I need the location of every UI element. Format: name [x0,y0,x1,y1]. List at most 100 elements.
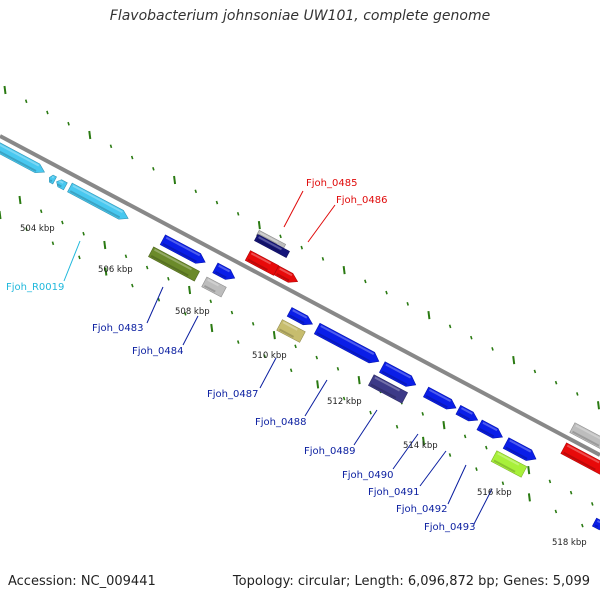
tick-mark [475,467,478,471]
feature-fjoh-0493[interactable] [490,450,528,478]
tick-mark [236,340,240,344]
gene-features[interactable] [0,139,600,531]
tick-mark [548,479,552,484]
feature-blue-right[interactable] [502,437,539,465]
feature-fjoh-r0019[interactable] [67,182,131,223]
feature-fjoh-0485[interactable] [244,250,280,276]
gene-label[interactable]: Fjoh_0493 [424,522,475,533]
gene-label[interactable]: Fjoh_0483 [92,323,143,334]
tick-mark [210,323,214,333]
tick-mark [82,231,85,236]
feature-fjoh-0488-b[interactable] [379,361,418,390]
tick-mark [554,509,558,514]
tick-mark [194,189,198,194]
leader-line [419,450,447,487]
gene-label[interactable]: Fjoh_0491 [368,487,419,498]
tick-mark [104,267,108,276]
tick-mark [369,410,372,415]
tick-mark [61,220,64,225]
tick-mark [215,200,219,205]
tick-mark [124,254,128,259]
tick-mark [485,445,488,450]
tick-mark [103,240,107,250]
feature-red-right[interactable] [560,442,600,476]
tick-mark [3,85,7,95]
tick-mark [501,481,505,486]
tick-mark [597,401,600,410]
tick-mark [230,310,234,315]
tick-mark [294,344,297,349]
tick-mark [67,121,70,126]
feature-fjoh-0484[interactable] [201,276,227,298]
tick-mark [131,283,134,288]
label-leaders [63,190,493,525]
gene-label[interactable]: Fjoh_0486 [336,195,387,206]
gene-label[interactable]: Fjoh_0487 [207,389,258,400]
tick-mark [300,245,304,250]
tick-mark [315,355,319,360]
tick-mark [554,380,558,385]
feature-fjoh-0485-navy[interactable] [254,234,290,258]
feature-fjoh-0488[interactable] [313,322,381,366]
kbp-label: 510 kbp [252,351,287,361]
tick-mark [209,299,213,304]
feature-blue-0487-near[interactable] [286,307,315,328]
feature-fjoh-0490[interactable] [423,386,458,413]
gene-label[interactable]: Fjoh_0488 [255,417,306,428]
feature-fjoh-0487[interactable] [276,319,306,343]
tick-mark [236,211,240,216]
feature-blue-edge[interactable] [591,517,600,531]
tick-mark [491,347,494,351]
tick-mark [39,209,43,214]
tick-mark [257,220,261,230]
feature-blue-small[interactable] [212,262,238,283]
feature-light-blue-tiny-1[interactable] [55,178,68,191]
gene-label[interactable]: Fjoh_0492 [396,504,447,515]
kbp-label: 506 kbp [98,265,133,275]
tick-mark [527,466,531,475]
genome-summary: Topology: circular; Length: 6,096,872 bp… [232,574,590,589]
feature-light-blue-1[interactable] [0,139,47,177]
tick-mark [527,493,531,502]
tick-mark [406,302,409,306]
gene-label[interactable]: Fjoh_0490 [342,470,393,481]
gene-label[interactable]: Fjoh_0485 [306,178,357,189]
tick-mark [364,279,367,284]
tick-mark [581,523,584,528]
feature-fjoh-0492[interactable] [476,419,505,442]
tick-mark [188,285,192,295]
kbp-label: 516 kbp [477,488,512,498]
feature-olive[interactable] [148,246,200,282]
tick-mark [336,367,340,371]
tick-mark [279,234,282,239]
tick-mark [533,369,537,374]
tick-mark [591,502,594,506]
feature-fjoh-0483[interactable] [159,234,208,267]
gene-label[interactable]: Fjoh_R0019 [6,282,64,293]
tick-mark [357,375,361,385]
tick-mark [251,321,255,326]
tick-mark [152,166,155,171]
feature-fjoh-0489[interactable] [368,374,408,404]
tick-marks [0,85,600,528]
feature-fjoh-0491[interactable] [455,405,480,424]
leader-line [307,204,336,243]
tick-mark [442,420,446,430]
leader-line [259,357,277,389]
feature-light-blue-tiny-2[interactable] [47,174,57,185]
feature-fjoh-0486[interactable] [273,265,300,286]
tick-mark [289,368,293,373]
genome-title: Flavobacterium johnsoniae UW101, complet… [109,8,491,24]
kbp-label: 508 kbp [175,307,210,317]
tick-mark [130,155,134,160]
feature-gray-right[interactable] [569,422,600,452]
kbp-label: 512 kbp [327,397,362,407]
tick-mark [470,335,473,340]
gene-label[interactable]: Fjoh_0489 [304,446,355,457]
tick-mark [512,356,516,365]
tick-mark [24,99,28,104]
tick-mark [18,195,22,205]
gene-label[interactable]: Fjoh_0484 [132,346,183,357]
